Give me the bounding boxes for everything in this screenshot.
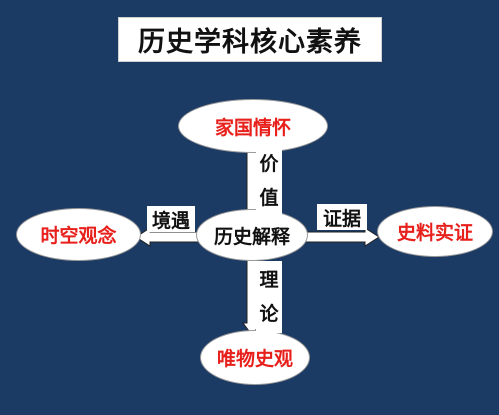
edge-label-circumstance: 境遇 xyxy=(147,206,195,232)
edge-label-value-char-2: 值 xyxy=(259,187,279,209)
edge-label-evidence: 证据 xyxy=(317,204,367,230)
page-title: 历史学科核心素养 xyxy=(118,17,382,62)
node-family-country: 家国情怀 xyxy=(178,99,328,153)
edge-label-theory-char-2: 论 xyxy=(259,303,279,325)
edge-label-theory: 理 论 xyxy=(256,261,282,333)
node-materialism: 唯物史观 xyxy=(200,330,310,385)
edge-label-value-char-1: 价 xyxy=(259,153,279,175)
node-time-space: 时空观念 xyxy=(16,208,141,261)
arrow-right xyxy=(301,227,380,247)
node-historical-interpretation: 历史解释 xyxy=(196,209,308,261)
edge-label-value: 价 值 xyxy=(256,144,282,218)
edge-label-theory-char-1: 理 xyxy=(259,269,279,291)
node-historical-evidence: 史料实证 xyxy=(377,206,493,257)
